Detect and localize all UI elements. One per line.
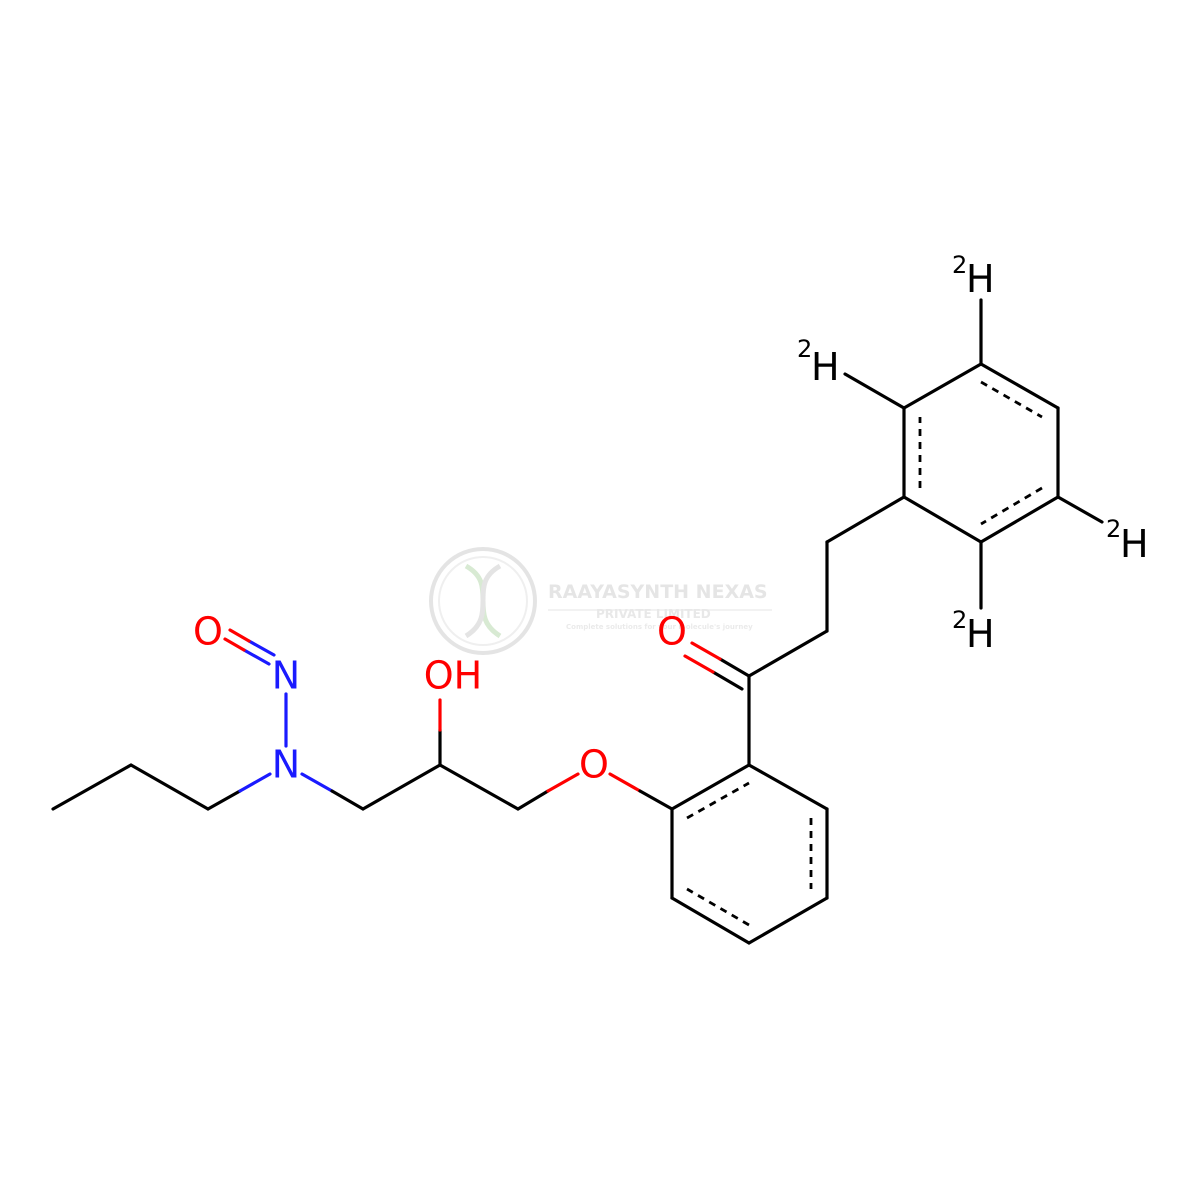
atom-label-o-ketone: O bbox=[657, 610, 687, 654]
watermark-logo-icon bbox=[429, 547, 537, 655]
atom-label-deuterium-a: H bbox=[811, 345, 840, 389]
atom-label-deuterium-c: H bbox=[1120, 522, 1149, 566]
atom-label-o-ether: O bbox=[579, 743, 609, 787]
bonds bbox=[51, 298, 1104, 945]
isotope-label-a: 2 bbox=[797, 335, 812, 363]
atom-label-n-nitroso: N bbox=[272, 654, 300, 698]
watermark-company: RAAYASYNTH NEXAS bbox=[548, 581, 768, 603]
isotope-label-d: 2 bbox=[952, 606, 967, 634]
atom-label-o-nitroso: O bbox=[193, 610, 223, 654]
isotope-label-b: 2 bbox=[952, 251, 967, 279]
watermark-subtitle: PRIVATE LIMITED bbox=[596, 607, 711, 621]
atom-label-hydroxyl: OH bbox=[424, 654, 482, 698]
isotope-label-c: 2 bbox=[1106, 515, 1121, 543]
atom-labels: O N N OH O O 2 H 2 H 2 H 2 H bbox=[193, 251, 1149, 787]
watermark-tagline: Complete solutions for your molecule's j… bbox=[566, 623, 753, 631]
atom-label-deuterium-b: H bbox=[966, 257, 995, 301]
atom-label-n-amine: N bbox=[272, 743, 300, 787]
atom-label-deuterium-d: H bbox=[966, 612, 995, 656]
watermark: RAAYASYNTH NEXAS PRIVATE LIMITED Complet… bbox=[429, 547, 772, 655]
